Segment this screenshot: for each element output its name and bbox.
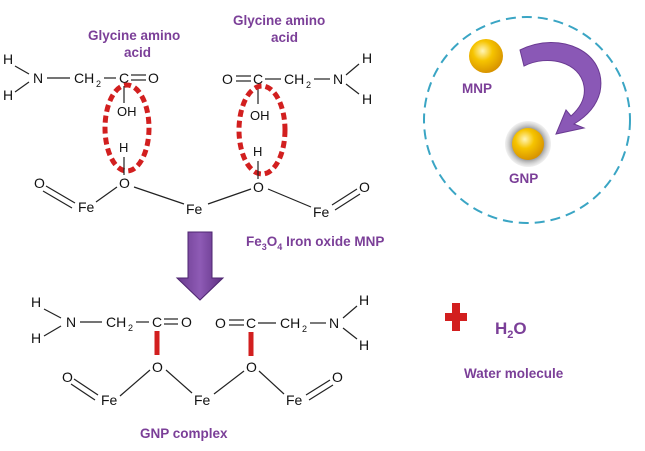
bond [345,63,360,76]
atom-o: O [332,369,343,385]
atom-h: H [31,330,41,346]
bond [258,370,285,395]
bond [95,186,118,203]
atom-fe: Fe [101,392,118,408]
atom-oh: OH [250,108,270,123]
double-bond [70,383,96,401]
glycine-right-label-line1: Glycine amino [233,13,325,28]
atom-n: N [329,315,339,331]
atom-fe: Fe [313,204,330,220]
gnp-particle [512,128,544,160]
atom-h: H [253,144,262,159]
red-dashed-ellipse-right [236,83,288,177]
bond [165,369,193,394]
atom-o: O [359,179,370,195]
gnp-complex-label: GNP complex [140,426,228,441]
atom-oh: OH [117,104,137,119]
bond [345,83,360,95]
bond [267,188,312,208]
mnp-particle [469,39,503,73]
bond [207,188,252,205]
iron-oxide-label: Fe3O4 Iron oxide MNP [246,234,384,252]
bond [14,81,30,93]
double-bond [42,190,73,209]
atom-n: N [333,71,343,87]
atom-h: H [3,51,13,67]
curved-conversion-arrow [519,42,602,135]
atom-fe: Fe [194,392,211,408]
water-molecule-label: Water molecule [464,366,564,381]
subscript-2: 2 [96,79,101,89]
subscript-2: 2 [128,323,133,333]
atom-ch: CH [280,315,300,331]
atom-ch: CH [284,71,304,87]
atom-o: O [62,369,73,385]
top-left-glycine: Glycine amino acid H H N CH 2 C O OH H [3,28,180,174]
iron-oxide-surface-top: O O O O Fe Fe Fe Fe3O4 Iron oxide MNP [34,157,384,252]
atom-fe: Fe [78,199,95,215]
top-right-glycine: Glycine amino acid O C CH 2 N H H OH H [222,13,372,177]
atom-ch: CH [106,314,126,330]
gnp-label: GNP [509,171,538,186]
product-right-glycine: O C CH 2 N H H [215,292,369,356]
atom-h: H [362,91,372,107]
bond [213,370,245,395]
atom-h: H [359,337,369,353]
atom-h: H [362,50,372,66]
atom-c: C [246,315,256,331]
bond [133,186,185,205]
glycine-left-label-line2: acid [124,45,151,60]
bond [43,308,62,319]
atom-o: O [148,70,159,86]
atom-o: O [34,175,45,191]
double-bond [308,384,334,401]
atom-c: C [253,71,263,87]
subscript-2: 2 [302,324,307,334]
water-formula: H2O [495,319,527,341]
glycine-left-label-line1: Glycine amino [88,28,180,43]
double-bond [334,193,361,211]
atom-h: H [359,292,369,308]
atom-o: O [222,71,233,87]
subscript-2: 2 [306,80,311,90]
glycine-right-label-line2: acid [271,30,298,45]
bond [43,325,62,337]
double-bond [331,188,358,206]
reaction-down-arrow [175,231,225,301]
plus-sign [445,303,467,331]
atom-o: O [215,315,226,331]
atom-h: H [119,140,128,155]
bond [342,327,358,340]
atom-ch: CH [74,70,94,86]
inset-dashed-circle [423,16,631,224]
atom-c: C [119,70,129,86]
atom-fe: Fe [186,201,203,217]
atom-o: O [119,175,130,191]
atom-c: C [152,314,162,330]
nanoparticle-inset: MNP GNP [423,16,631,224]
atom-fe: Fe [286,392,303,408]
atom-o: O [246,359,257,375]
product-left-glycine: H H N CH 2 C O [31,294,192,355]
atom-o: O [253,179,264,195]
atom-n: N [66,314,76,330]
bond [119,369,151,397]
mnp-label: MNP [462,81,492,96]
atom-h: H [31,294,41,310]
iron-oxide-surface-bottom: O O O O Fe Fe Fe [62,359,343,408]
double-bond [73,378,99,396]
bond [342,305,358,319]
atom-o: O [181,314,192,330]
atom-n: N [33,70,43,86]
double-bond [305,379,331,396]
red-dashed-ellipse-left [102,82,152,174]
atom-h: H [3,87,13,103]
double-bond [45,185,76,204]
atom-o: O [152,359,163,375]
bond [14,65,30,75]
